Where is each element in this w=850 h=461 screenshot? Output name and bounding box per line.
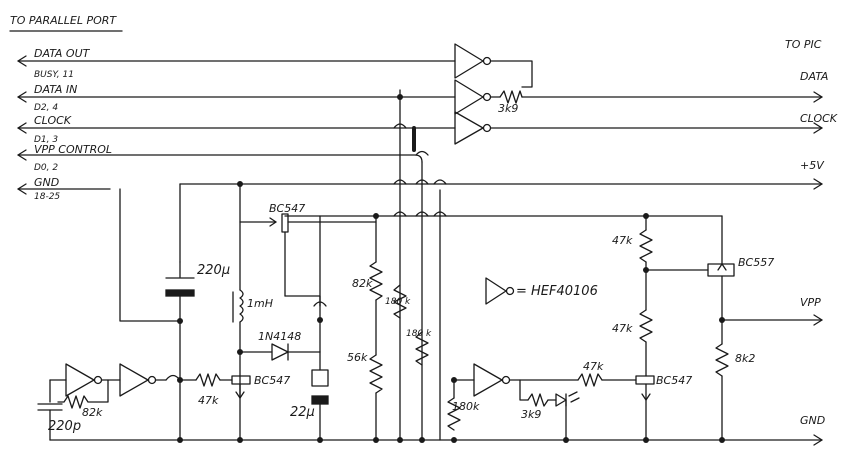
label-r-82k-osc: 82k: [82, 406, 103, 419]
line-clock: [17, 111, 823, 145]
label-q2: BC547: [254, 374, 290, 387]
transistor-q3: [635, 375, 655, 441]
label-r-82k-top: 82k: [352, 277, 373, 290]
junction: [643, 437, 649, 443]
label-q4: BC557: [738, 256, 774, 269]
label-r-180k-c: 180k: [452, 400, 480, 413]
resistor-47k-a: [639, 215, 709, 311]
wire-gnd-cap: [119, 188, 181, 322]
label-pic-gnd: GND: [800, 414, 825, 427]
line-vpp-control: [17, 149, 423, 163]
line-data-in: [17, 79, 823, 115]
label-vpp-control: VPP CONTROL: [34, 143, 112, 156]
label-r-47k-b: 47k: [612, 322, 633, 335]
label-r-180k-a: 180 k: [385, 297, 411, 307]
label-pic-data: DATA: [800, 70, 828, 83]
pins-gnd-port: 18-25: [34, 192, 60, 202]
label-r-56k: 56k: [347, 351, 368, 364]
resistor-180k-b: [415, 331, 429, 366]
junction: [317, 437, 323, 443]
inductor-1mh: [232, 183, 244, 441]
label-r-3k9-data: 3k9: [498, 102, 518, 115]
label-clock: CLOCK: [34, 114, 72, 127]
label-pic-plus5v: +5V: [800, 159, 825, 172]
resistor-47k-b: [639, 309, 653, 377]
line-gnd-port: [17, 183, 111, 195]
junction: [373, 437, 379, 443]
led-driver: [447, 363, 637, 441]
label-r-47k-c: 47k: [583, 360, 604, 373]
label-pic-vpp: VPP: [800, 296, 821, 309]
label-data-in: DATA IN: [34, 83, 77, 96]
label-pic-clock: CLOCK: [800, 112, 838, 125]
pins-data-out: BUSY, 11: [34, 70, 74, 80]
hop-5: [433, 179, 447, 185]
header-right: TO PIC: [785, 38, 822, 51]
junction: [719, 437, 725, 443]
junction: [397, 94, 403, 100]
label-d1: 1N4148: [258, 330, 301, 343]
capacitor-22u: [311, 351, 329, 441]
hop-7: [415, 211, 429, 217]
label-l-1mh: 1mH: [247, 297, 273, 310]
hop-1: [393, 123, 407, 129]
resistor-180k-a: [393, 284, 407, 319]
capacitor-220u: [165, 261, 195, 441]
junction: [177, 437, 183, 443]
junction: [397, 437, 403, 443]
label-gnd-port: GND: [34, 176, 59, 189]
resistor-56k: [369, 354, 383, 441]
label-data-out: DATA OUT: [34, 47, 91, 60]
resistor-82k: [369, 215, 383, 356]
hop-3: [393, 179, 407, 185]
hop-4: [415, 179, 429, 185]
diode-1n4148: [239, 215, 327, 361]
junction: [563, 437, 569, 443]
hop-8: [433, 211, 447, 217]
label-q3: BC547: [656, 374, 692, 387]
inverter-legend-icon: [485, 277, 515, 305]
legend-text: = HEF40106: [516, 284, 598, 299]
pins-vpp-control: D0, 2: [34, 163, 58, 173]
header-left: TO PARALLEL PORT: [10, 14, 117, 27]
label-r-8k2: 8k2: [735, 352, 755, 365]
label-r-180k-b: 180 k: [406, 329, 432, 339]
label-c-220p: 220p: [48, 419, 81, 434]
label-r-3k9-led: 3k9: [521, 408, 541, 421]
label-q1: BC547: [269, 202, 305, 215]
label-r-47k-a: 47k: [612, 234, 633, 247]
line-data-out: [17, 43, 533, 88]
rail-gnd: [49, 434, 823, 446]
junction: [451, 437, 457, 443]
oscillator: [37, 363, 233, 441]
transistor-q4: [707, 263, 735, 321]
label-r-47k-osc: 47k: [198, 394, 219, 407]
label-c-220u: 220µ: [197, 263, 230, 278]
junction: [419, 437, 425, 443]
hop-2: [415, 150, 429, 156]
label-c-22u: 22µ: [290, 405, 315, 420]
hop-6: [393, 211, 407, 217]
junction: [237, 437, 243, 443]
vpp-output: [715, 314, 823, 441]
pins-clock: D1, 3: [34, 135, 58, 145]
rail-plus5v: [179, 178, 823, 263]
transistor-q2: [231, 375, 251, 399]
pins-data-in: D2, 4: [34, 103, 58, 113]
